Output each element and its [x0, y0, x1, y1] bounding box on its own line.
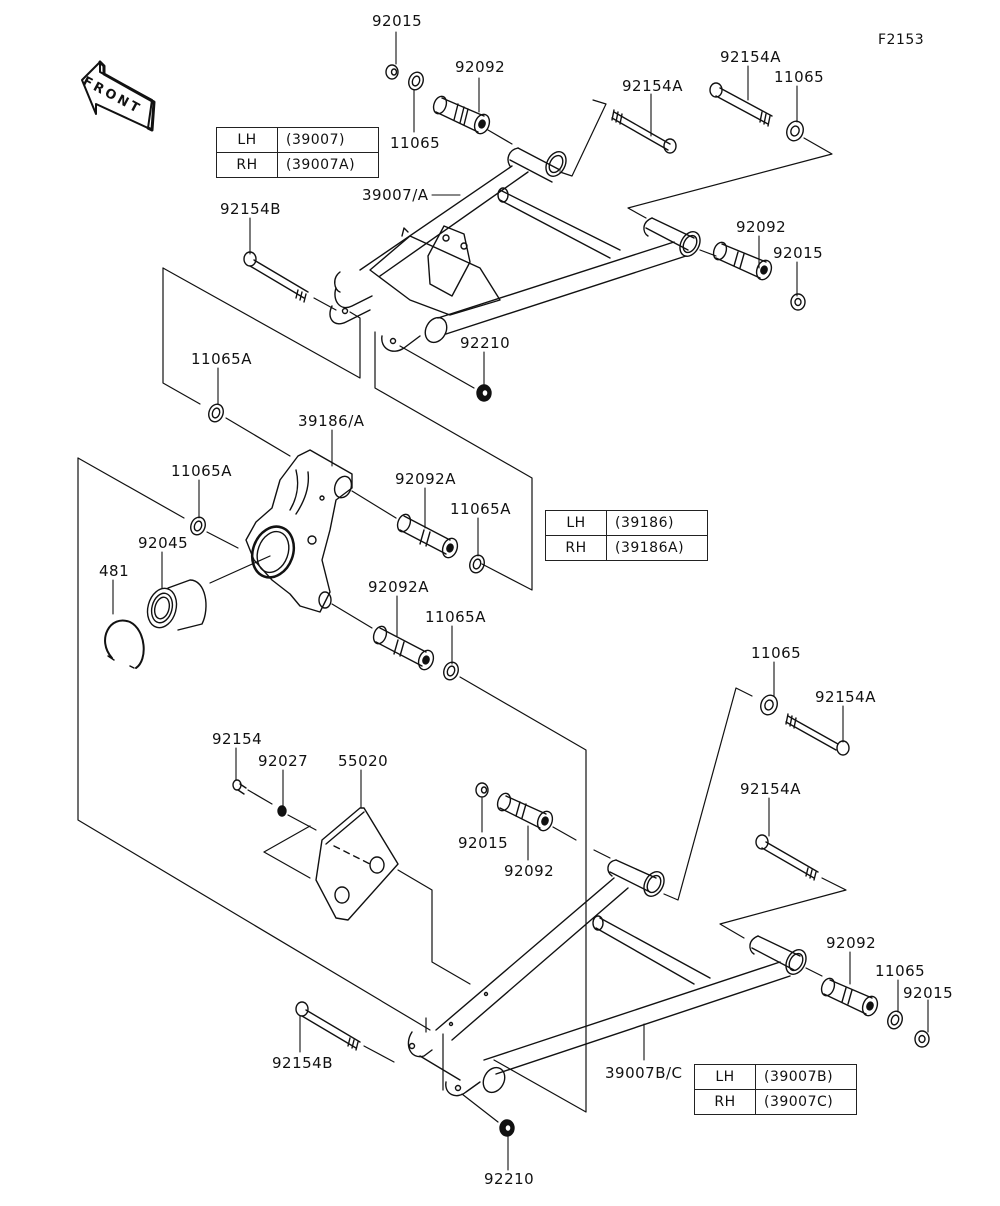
callout-label[interactable]: 11065A — [450, 500, 511, 518]
callout-label[interactable]: 92027 — [258, 752, 309, 770]
nut-92027 — [277, 805, 287, 817]
lower-arm-side-table: LH(39007B) RH(39007C) — [694, 1064, 857, 1115]
side-cell: LH — [216, 127, 278, 153]
side-cell: RH — [545, 535, 607, 561]
table-row: LH(39186) — [545, 510, 708, 536]
callout-label[interactable]: 92154A — [622, 77, 683, 95]
bolt-92154A-b — [709, 82, 773, 127]
washer-11065A-c — [469, 554, 485, 574]
part-cell: (39007A) — [277, 152, 379, 178]
callout-label[interactable]: 55020 — [338, 752, 389, 770]
callout-label[interactable]: 39007B/C — [605, 1064, 683, 1082]
callout-label[interactable]: 92092 — [504, 862, 555, 880]
bushing-92092A-b — [372, 625, 435, 671]
upper-a-arm — [329, 147, 701, 352]
callout-label[interactable]: 92092 — [736, 218, 787, 236]
washer-11065-lower-right — [887, 1010, 903, 1030]
callout-label[interactable]: 92154B — [220, 200, 282, 218]
knuckle-39186 — [245, 449, 353, 613]
nut-92210-top — [476, 384, 492, 402]
callout-label[interactable]: 11065 — [875, 962, 926, 980]
bolt-92154A-c — [785, 713, 850, 756]
part-cell: (39186) — [606, 510, 708, 536]
table-row: RH(39007C) — [694, 1089, 857, 1115]
bushing-92092A-a — [396, 513, 459, 559]
nut-92015-right — [790, 293, 806, 311]
side-cell: LH — [545, 510, 607, 536]
callout-label[interactable]: 92154A — [720, 48, 781, 66]
callout-label[interactable]: 92154A — [740, 780, 801, 798]
bolt-92154 — [232, 779, 247, 795]
callout-label[interactable]: 92092 — [455, 58, 506, 76]
circlip-481 — [104, 619, 145, 669]
callout-label[interactable]: 481 — [99, 562, 130, 580]
table-row: RH(39007A) — [216, 152, 379, 178]
bolt-92154B-top — [243, 251, 309, 303]
nut-92015-top — [385, 64, 399, 80]
part-cell: (39007B) — [755, 1064, 857, 1090]
part-cell: (39007) — [277, 127, 379, 153]
table-row: LH(39007) — [216, 127, 379, 153]
part-cell: (39007C) — [755, 1089, 857, 1115]
callout-label[interactable]: 92045 — [138, 534, 189, 552]
side-cell: RH — [216, 152, 278, 178]
lower-a-arm — [407, 859, 807, 1097]
figure-id: F2153 — [878, 32, 925, 48]
washer-11065-right — [786, 120, 804, 142]
callout-label[interactable]: 92154 — [212, 730, 263, 748]
side-cell: RH — [694, 1089, 756, 1115]
part-cell: (39186A) — [606, 535, 708, 561]
knuckle-side-table: LH(39186) RH(39186A) — [545, 510, 708, 561]
bolt-92154B-lower — [295, 1001, 361, 1051]
bushing-92092-right — [712, 241, 773, 281]
callout-label[interactable]: 92154A — [815, 688, 876, 706]
callout-label[interactable]: 11065 — [390, 134, 441, 152]
washer-11065A-b — [190, 516, 206, 536]
washer-11065-lower — [760, 694, 778, 716]
callout-label[interactable]: 92092A — [395, 470, 456, 488]
table-row: RH(39186A) — [545, 535, 708, 561]
callout-label[interactable]: 92015 — [458, 834, 509, 852]
upper-arm-side-table: LH(39007) RH(39007A) — [216, 127, 379, 178]
callout-label[interactable]: 92015 — [372, 12, 423, 30]
bolt-92154A-d — [755, 834, 819, 881]
nut-92015-mid — [475, 782, 489, 798]
callout-label[interactable]: 92154B — [272, 1054, 334, 1072]
callout-label[interactable]: 92210 — [484, 1170, 535, 1188]
bushing-92092-top — [432, 95, 491, 135]
washer-11065-top — [408, 71, 424, 91]
leader-lines — [112, 31, 929, 1171]
callout-label[interactable]: 11065 — [774, 68, 825, 86]
washer-11065A-a — [208, 403, 224, 423]
callout-label[interactable]: 39007/A — [362, 186, 429, 204]
guard-55020 — [315, 807, 399, 921]
nut-92015-lower-right — [914, 1030, 930, 1048]
callout-label[interactable]: 11065A — [171, 462, 232, 480]
table-row: LH(39007B) — [694, 1064, 857, 1090]
front-direction-arrow-icon — [81, 60, 156, 132]
callout-label[interactable]: 39186/A — [298, 412, 365, 430]
callout-label[interactable]: 92015 — [773, 244, 824, 262]
bushing-92092-lower — [820, 977, 879, 1017]
callout-label[interactable]: 11065A — [191, 350, 252, 368]
callout-label[interactable]: 92092A — [368, 578, 429, 596]
bearing-92045 — [146, 579, 207, 631]
callout-label[interactable]: 92210 — [460, 334, 511, 352]
bolt-92154A-a — [611, 109, 677, 154]
callout-label[interactable]: 11065 — [751, 644, 802, 662]
washer-11065A-d — [443, 661, 459, 681]
callout-label[interactable]: 92015 — [903, 984, 954, 1002]
callout-label[interactable]: 11065A — [425, 608, 486, 626]
callout-label[interactable]: 92092 — [826, 934, 877, 952]
bushing-92092-mid — [496, 792, 554, 832]
nut-92210-lower — [499, 1119, 515, 1137]
side-cell: LH — [694, 1064, 756, 1090]
